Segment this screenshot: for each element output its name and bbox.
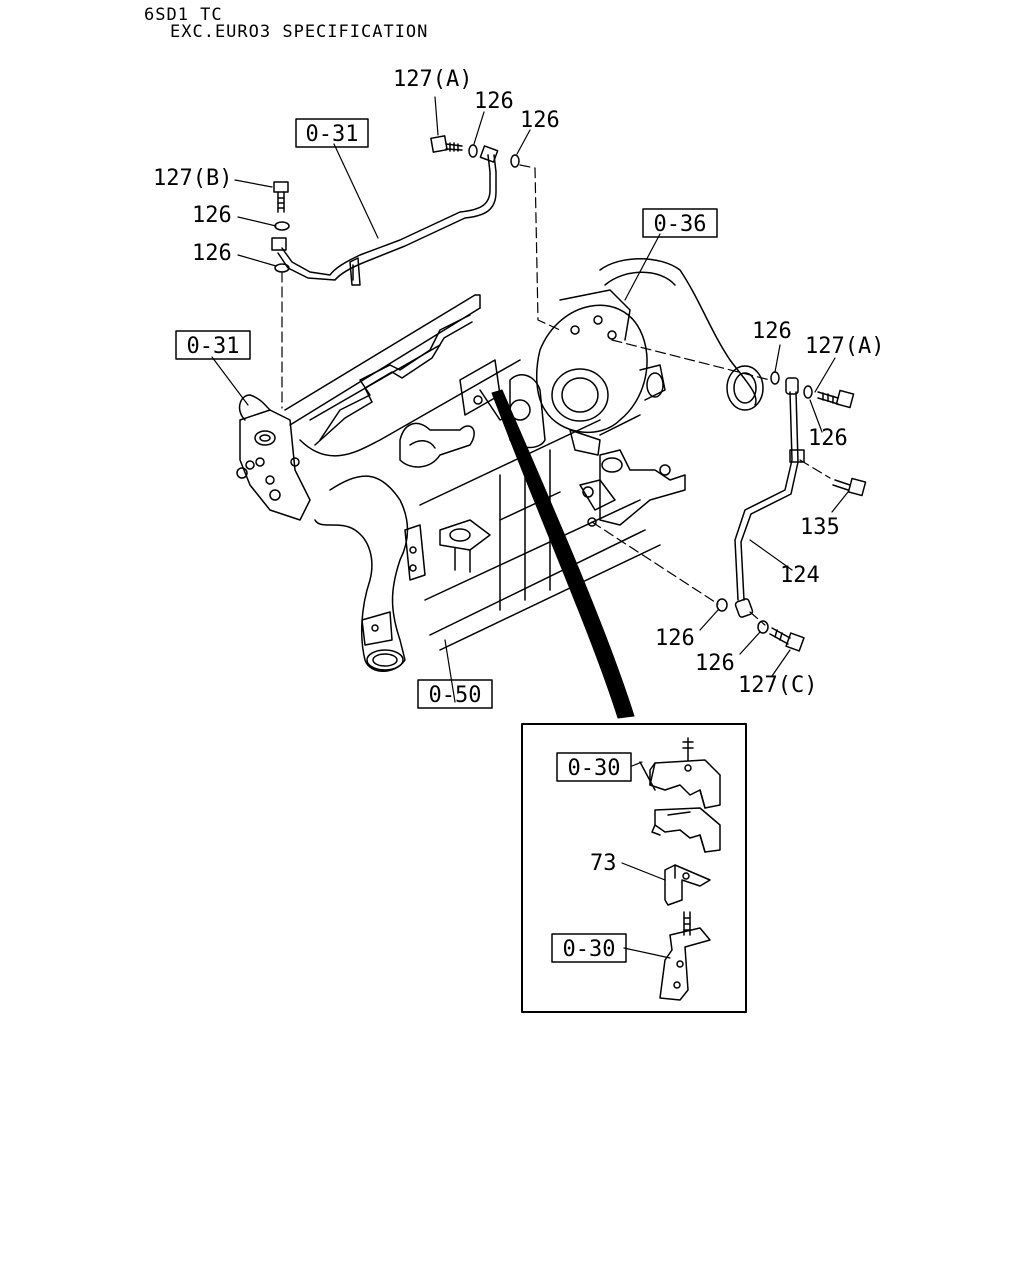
ref-0-31-left: 0-31	[187, 334, 240, 359]
label-127b: 127(B)	[153, 166, 232, 191]
label-126-top-2: 126	[520, 108, 560, 133]
label-126-right-1: 126	[752, 319, 792, 344]
bolt-127c	[769, 627, 805, 652]
washer-126-b2	[757, 620, 769, 634]
label-127c: 127(C)	[738, 673, 817, 698]
ref-0-30-lower: 0-30	[563, 937, 616, 962]
assembly-lines	[281, 164, 831, 626]
engine-block	[236, 294, 661, 672]
label-126-left-2: 126	[192, 241, 232, 266]
bolt-127b	[273, 181, 289, 213]
bolt-127a-top	[430, 135, 463, 153]
model-label: 6SD1 TC	[144, 5, 223, 25]
detail-inset	[521, 723, 747, 1013]
label-126-left-1: 126	[192, 203, 232, 228]
label-126-bottom-1: 126	[655, 626, 695, 651]
ref-0-50: 0-50	[429, 683, 482, 708]
label-126-top-1: 126	[474, 89, 514, 114]
label-124: 124	[780, 563, 820, 588]
spec-label: EXC.EURO3 SPECIFICATION	[170, 22, 429, 42]
turbocharger	[509, 258, 764, 456]
washer-126-b1	[716, 598, 728, 612]
fasteners	[273, 135, 867, 652]
label-126-right-2: 126	[808, 426, 848, 451]
detail-pointer	[491, 389, 635, 719]
washer-126-t1	[468, 144, 478, 158]
label-127a-right: 127(A)	[805, 334, 884, 359]
washer-126-t2	[510, 154, 520, 168]
label-135: 135	[800, 515, 840, 540]
leader-lines	[211, 96, 849, 959]
bolt-135	[832, 477, 867, 497]
ref-0-36: 0-36	[654, 212, 707, 237]
label-73: 73	[590, 851, 617, 876]
washer-126-r1	[770, 371, 780, 385]
label-127a-top: 127(A)	[393, 67, 472, 92]
washer-126-l2	[274, 263, 290, 273]
washer-126-l1	[274, 221, 290, 231]
ref-0-31-top: 0-31	[306, 122, 359, 147]
reference-boxes	[175, 118, 718, 963]
washer-126-r2	[803, 385, 813, 399]
oil-cooler-housing	[579, 449, 686, 527]
oil-pipe-124	[734, 377, 805, 618]
label-126-bottom-2: 126	[695, 651, 735, 676]
ref-0-30-upper: 0-30	[568, 756, 621, 781]
bolt-127a-right	[817, 389, 855, 409]
oil-pipe-upper-left	[271, 145, 499, 286]
